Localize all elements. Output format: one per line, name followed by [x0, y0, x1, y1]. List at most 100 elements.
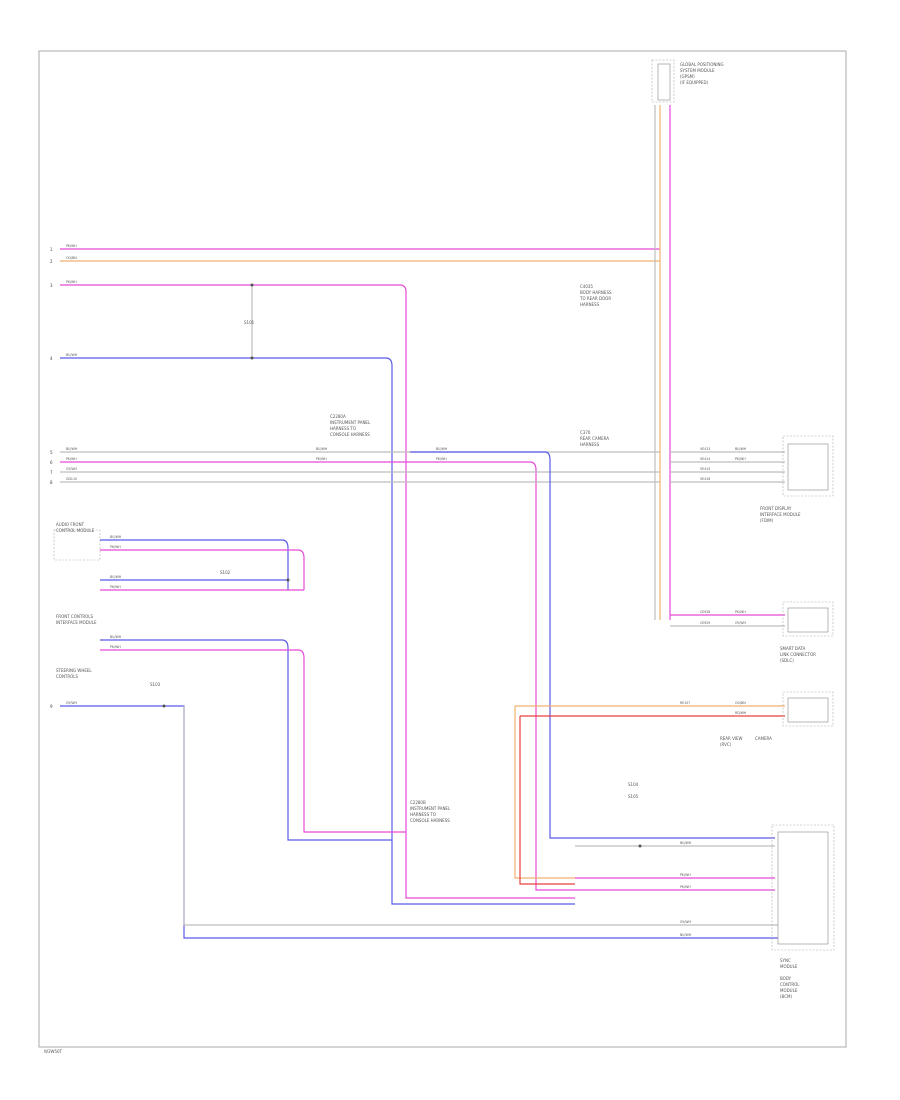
wire-label-bu-10: BU/WH: [680, 933, 692, 937]
wire-label-pk-3: PK/WH: [66, 457, 77, 461]
wire-label-pk-8: PK/WH: [110, 545, 121, 549]
wire-label-bu-9: BU/WH: [680, 841, 692, 845]
wire-label-bu-4: BU/WH: [436, 447, 448, 451]
connector-c2280a: C2280A INSTRUMENT PANEL HARNESS TO CONSO…: [330, 414, 371, 437]
pin-9: 9: [50, 704, 53, 709]
c2280b-label-4: CONSOLE HARNESS: [410, 818, 450, 823]
wire-label-bu-2: BU/WH: [66, 447, 78, 451]
c2280a-label-2: INSTRUMENT PANEL: [330, 420, 371, 425]
splice-s104: S104: [628, 782, 639, 787]
c4035-label-2: BODY HARNESS: [580, 290, 612, 295]
s103-label: S103: [150, 682, 161, 687]
wire-label-pk-4: PK/WH: [316, 457, 327, 461]
wire-label-bu-8: BU/WH: [110, 635, 122, 639]
steering-grey-wire: [183, 706, 785, 926]
wire-label-gy-1: GY/WH: [66, 467, 77, 471]
wire-label-gd: GD110: [66, 477, 77, 481]
c2280a-label-3: HARNESS TO: [330, 426, 356, 431]
wire-label-pk-6: PK/WH: [735, 457, 746, 461]
splice-s105: S105: [628, 794, 642, 848]
steering-label-2: CONTROLS: [56, 674, 79, 679]
sync-label-2: MODULE: [780, 964, 798, 969]
pin-5: 5: [50, 450, 53, 455]
acm-label-1: AUDIO FRONT: [56, 522, 85, 527]
c370-label-2: REAR CAMERA: [580, 436, 609, 441]
orange-drop-rvc: [514, 706, 575, 879]
s104-label: S104: [628, 782, 639, 787]
acm-blue-wire: [100, 539, 289, 590]
wire-label-rd: RD/WH: [735, 711, 747, 715]
gps-module: GLOBAL POSITIONING SYSTEM MODULE (GPSM) …: [651, 59, 724, 103]
rvc-label-3: (RVC): [720, 742, 732, 747]
pin-8: 8: [50, 480, 53, 485]
rvc-box: REAR VIEW CAMERA (RVC): [720, 691, 834, 747]
gps-label-1: GLOBAL POSITIONING: [680, 62, 724, 67]
rvc-label-1: REAR VIEW: [720, 736, 743, 741]
fdim-label-1: FRONT DISPLAY: [760, 506, 792, 511]
pin-7: 7: [50, 470, 53, 475]
wire-label-pk-11: PK/WH: [680, 873, 691, 877]
fcim-label-2: INTERFACE MODULE: [56, 620, 97, 625]
bcm-label-1: BODY: [780, 976, 792, 981]
wire-label-ve413: VE413: [700, 447, 710, 451]
s101-label: S101: [244, 320, 255, 325]
wire-label-re107: RE107: [680, 701, 690, 705]
wire-label-ce928: CE928: [700, 610, 710, 614]
pink-wire-center-drop: [60, 284, 575, 899]
fdim-label-3: (FDIM): [760, 518, 774, 523]
fcim-box: FRONT CONTROLS INTERFACE MODULE: [56, 614, 97, 625]
wire-label-pk-10: PK/WH: [110, 645, 121, 649]
wire-label-bu-7: BU/WH: [110, 575, 122, 579]
fdim-label-2: INTERFACE MODULE: [760, 512, 801, 517]
splice-s102: S102: [220, 570, 290, 582]
wire-label-ce929: CE929: [700, 621, 710, 625]
acm-box: AUDIO FRONT CONTROL MODULE: [53, 522, 101, 561]
c2280a-label-4: CONSOLE HARNESS: [330, 432, 370, 437]
wire-label-ve416: VE416: [700, 477, 710, 481]
fdim-pink-wire: [100, 649, 406, 833]
c2280b-label-3: HARNESS TO: [410, 812, 436, 817]
acm-label-2: CONTROL MODULE: [56, 528, 95, 533]
wire-label-bu-6: BU/WH: [110, 535, 122, 539]
wire-label-og-2: OG/BN: [735, 701, 746, 705]
c4035-label-3: TO REAR DOOR: [579, 296, 611, 301]
steering-box: STEERING WHEEL CONTROLS: [56, 668, 92, 679]
c370-label-1: C370: [580, 430, 591, 435]
wire-label-pk-9: PK/WH: [110, 585, 121, 589]
rvc-label-2: CAMERA: [755, 736, 772, 741]
bcm-label-3: MODULE: [780, 988, 798, 993]
wire-label-pk-2: PK/WH: [66, 280, 77, 284]
wire-label-pk-5: PK/WH: [436, 457, 447, 461]
c2280b-label-2: INSTRUMENT PANEL: [410, 806, 451, 811]
sdlc-label-1: SMART DATA: [780, 646, 805, 651]
page-marker: W3W50T: [44, 1049, 63, 1054]
wire-label-pk-7: PK/WH: [735, 610, 746, 614]
s105-label: S105: [628, 794, 639, 799]
pink-wire-row-b: [60, 461, 575, 891]
c4035-label-1: C4035: [580, 284, 593, 289]
bcm-label-4: (BCM): [780, 994, 792, 999]
c370-label-3: HARNESS: [580, 442, 600, 447]
wire-label-pk-12: PK/WH: [680, 885, 691, 889]
acm-pink-wire: [100, 549, 305, 590]
connector-c2280b: C2280B INSTRUMENT PANEL HARNESS TO CONSO…: [410, 800, 451, 823]
gps-label-3: (GPSM): [680, 74, 695, 79]
wire-label-ve414: VE414: [700, 457, 710, 461]
sync-label-1: SYNC: [780, 958, 791, 963]
sdlc-box: SMART DATA LINK CONNECTOR (SDLC): [780, 601, 834, 663]
wire-label-ve415: VE415: [700, 467, 710, 471]
wire-label-bu-3: BU/WH: [316, 447, 328, 451]
pin-1: 1: [50, 247, 53, 252]
sdlc-label-3: (SDLC): [780, 658, 794, 663]
splice-s101: S101: [244, 283, 255, 360]
wire-labels: PK/WH OG/BN PK/WH BU/WH BU/WH PK/WH GY/W…: [66, 244, 747, 937]
wire-label-gy-2: GY/WH: [735, 621, 746, 625]
left-edge-pins: 1 2 3 4 5 6 7 8 9: [50, 247, 53, 709]
blue-wire-center-drop: [60, 357, 575, 905]
wire-label-og-top: OG/BN: [66, 256, 77, 260]
wire-label-gy-4: GY/WH: [680, 920, 691, 924]
wire-label-bu-1: BU/WH: [66, 353, 78, 357]
pin-6: 6: [50, 460, 53, 465]
sdlc-label-2: LINK CONNECTOR: [780, 652, 816, 657]
